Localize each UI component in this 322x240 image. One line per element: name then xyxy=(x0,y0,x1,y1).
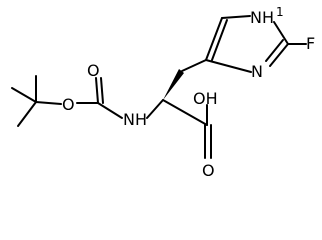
bond-ring-c2-n3-2 xyxy=(265,39,284,62)
ring-nh-label: NH xyxy=(250,8,274,27)
boc-2-fluoro-histidine-structure: NH 1 F N O O NH OH O xyxy=(11,5,315,180)
bond-tbu-methyl-1 xyxy=(11,87,37,103)
acid-oh-label: OH xyxy=(193,89,218,108)
structure-canvas: NH 1 F N O O NH OH O xyxy=(11,5,315,180)
ring-n-label: N xyxy=(251,62,263,81)
amide-nh-label: NH xyxy=(123,110,147,129)
acid-o-label: O xyxy=(202,161,215,180)
bond-ring-c4-c5-2 xyxy=(211,19,228,61)
bond-ring-n1-c2 xyxy=(273,21,289,45)
fluorine-label: F xyxy=(306,34,315,53)
bond-carbamate-carbonyl-2 xyxy=(100,77,104,104)
bond-alpha-carboxyl xyxy=(162,99,208,126)
ester-o-label: O xyxy=(62,95,75,114)
bond-ch2-ring xyxy=(181,59,207,72)
bond-tbu-o xyxy=(35,101,62,105)
stereo-wedge xyxy=(163,69,184,100)
bond-n-alpha xyxy=(146,99,164,119)
bond-ring-n3-c4 xyxy=(205,59,252,73)
carbamate-o-label: O xyxy=(87,61,100,80)
bond-carbamate-carbonyl-1 xyxy=(95,77,99,104)
bond-carbamate-n xyxy=(97,102,123,119)
bond-ring-c5-n1 xyxy=(221,15,251,19)
bond-ring-c4-c5-1 xyxy=(205,17,223,61)
bond-tbu-methyl-3 xyxy=(17,101,37,127)
bond-ring-c2-n3-1 xyxy=(269,43,289,67)
ring-h-index: 1 xyxy=(276,5,284,19)
